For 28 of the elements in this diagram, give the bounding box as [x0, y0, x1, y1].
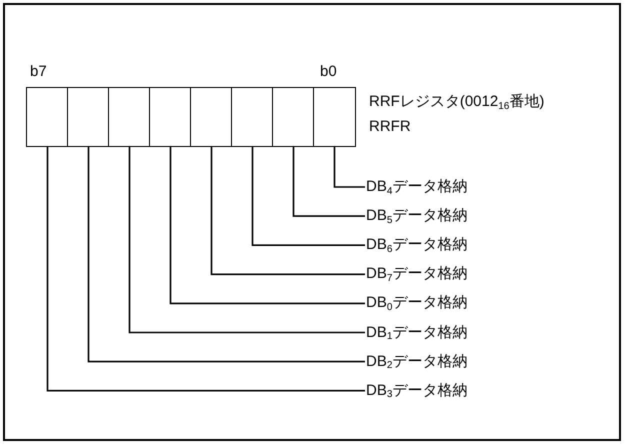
bit-number: b0 [320, 62, 337, 82]
register-name: RRFR [369, 117, 411, 137]
bit-description: DB$_{7}$データ格納 [366, 264, 468, 284]
connector-line [88, 147, 365, 362]
register-bit-cell [108, 87, 151, 147]
register-bit-cell [149, 87, 192, 147]
connector-line [292, 147, 365, 217]
register-bit-cell [272, 87, 315, 147]
connector-line [170, 147, 365, 304]
register-name: RRFレジスタ(0012$_{16}$番地) [369, 92, 544, 112]
bit-number: b7 [30, 62, 47, 82]
bit-description: DB$_{2}$データ格納 [366, 352, 468, 372]
connector-line [46, 147, 365, 392]
bit-description: DB$_{1}$データ格納 [366, 322, 468, 342]
register-bit-cell [26, 87, 69, 147]
connector-line [210, 147, 365, 276]
bit-description: DB$_{3}$データ格納 [366, 380, 468, 401]
bit-description: DB$_{5}$データ格納 [366, 206, 468, 226]
connector-line [334, 147, 365, 188]
bit-description: DB$_{6}$データ格納 [366, 235, 468, 256]
connector-line [252, 147, 365, 246]
bit-description: DB$_{0}$データ格納 [366, 293, 468, 314]
bit-description: DB$_{4}$データ格納 [366, 177, 468, 197]
connector-line [128, 147, 365, 334]
register-bit-cell [231, 87, 274, 147]
register-bit-cell [67, 87, 110, 147]
register-bit-cell [190, 87, 233, 147]
register-bit-cell [313, 87, 356, 147]
